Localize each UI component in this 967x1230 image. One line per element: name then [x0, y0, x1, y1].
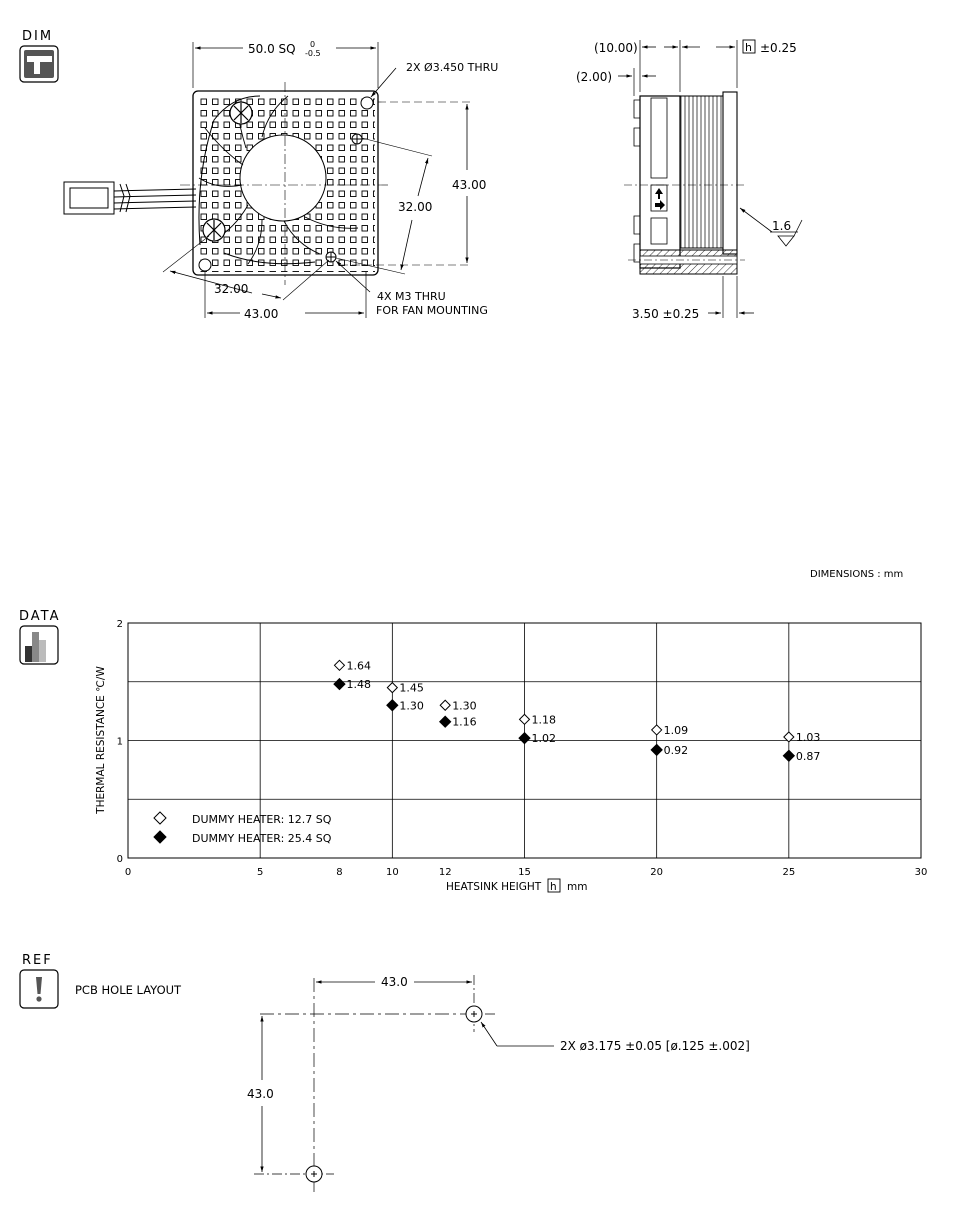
- exclamation-icon: [19, 969, 59, 1009]
- fan-screw-bottom: [202, 218, 226, 242]
- data-label: 1.03: [796, 731, 821, 744]
- data-label: 1.09: [664, 724, 689, 737]
- dim-base-thickness: 3.50 ±0.25: [632, 307, 699, 321]
- section-label-dim: DIM: [22, 29, 53, 44]
- dim-width: 50.0 SQ: [248, 42, 296, 56]
- x-tick-labels: 0 5 8 10 12 15 20 25 30: [125, 867, 928, 878]
- x-tick-label: 15: [518, 867, 531, 878]
- side-view-drawing: (10.00) h ±0.25 (2.00) 3.50 ±0.25 1.6: [576, 39, 803, 321]
- data-point-filled: [386, 699, 399, 712]
- legend-open-diamond: [153, 811, 167, 825]
- surface-finish: 1.6: [772, 219, 791, 233]
- ref-title: PCB HOLE LAYOUT: [75, 983, 182, 997]
- dim-gap-2: (2.00): [576, 70, 612, 84]
- dim-diag-32: 32.00: [398, 200, 432, 214]
- data-point-filled: [782, 749, 796, 762]
- data-label: 1.64: [346, 659, 371, 672]
- data-label: 1.30: [452, 699, 477, 712]
- data-point-open: [439, 699, 451, 711]
- mount-callout-line2: FOR FAN MOUNTING: [376, 304, 488, 317]
- x-tick-label: 30: [915, 867, 928, 878]
- y-tick-label: 1: [117, 737, 123, 748]
- mount-callout-line1: 4X M3 THRU: [377, 290, 446, 303]
- data-label: 0.87: [796, 750, 821, 763]
- data-point-filled: [438, 715, 452, 728]
- section-label-ref: REF: [22, 953, 53, 968]
- x-axis-label: HEATSINK HEIGHT h mm: [446, 878, 587, 893]
- h-tolerance: ±0.25: [760, 41, 797, 55]
- x-tick-label: 8: [336, 867, 342, 878]
- data-label: 1.16: [452, 716, 477, 729]
- data-points: 1.64 1.45 1.30 1.18 1.09 1.03 1.48 1.30 1.16 1.02…: [333, 659, 821, 763]
- data-label: 1.45: [399, 682, 424, 695]
- data-point-open: [650, 724, 663, 736]
- data-label: 1.18: [532, 713, 557, 726]
- legend-series-1: DUMMY HEATER: 12.7 SQ: [192, 813, 332, 826]
- legend-series-2: DUMMY HEATER: 25.4 SQ: [192, 832, 332, 845]
- pcb-hole-callout: 2X ø3.175 ±0.05 [ø.125 ±.002]: [560, 1039, 750, 1053]
- section-data: DATA: [19, 609, 61, 665]
- data-point-filled: [333, 677, 346, 691]
- dim-bottom-32: 32.00: [214, 282, 248, 296]
- chart-legend: DUMMY HEATER: 12.7 SQ DUMMY HEATER: 25.4…: [153, 811, 332, 845]
- y-axis-label: THERMAL RESISTANCE ℃/W: [95, 666, 107, 815]
- y-tick-label: 2: [117, 619, 123, 630]
- data-point-filled: [650, 743, 663, 757]
- x-tick-label: 20: [650, 867, 663, 878]
- data-label: 1.48: [346, 678, 371, 691]
- dim-width-tol-lower: -0.5: [305, 49, 321, 58]
- pcb-hole-top-right: [465, 1005, 483, 1023]
- x-tick-label: 10: [386, 867, 399, 878]
- x-tick-label: 0: [125, 867, 131, 878]
- x-axis-label-unit: mm: [567, 881, 587, 893]
- x-axis-label-symbol: h: [550, 881, 557, 893]
- units-note: DIMENSIONS : mm: [810, 569, 903, 580]
- data-point-filled: [518, 731, 531, 745]
- legend-filled-diamond: [153, 830, 167, 844]
- x-tick-label: 25: [782, 867, 795, 878]
- y-tick-labels: 0 1 2: [117, 619, 123, 865]
- h-symbol: h: [745, 41, 752, 54]
- dim-fan-10: (10.00): [594, 41, 638, 55]
- data-label: 0.92: [664, 744, 689, 757]
- thru-holes-callout: 2X Ø3.450 THRU: [406, 61, 498, 74]
- data-point-open: [518, 713, 531, 726]
- x-tick-label: 12: [439, 867, 452, 878]
- data-point-open: [386, 681, 399, 694]
- pcb-dim-horizontal: 43.0: [381, 975, 408, 989]
- y-tick-label: 0: [117, 854, 123, 865]
- fan-hub: [239, 134, 327, 222]
- data-point-open: [783, 731, 795, 743]
- x-axis-label-text: HEATSINK HEIGHT: [446, 881, 542, 893]
- section-dim: DIM: [19, 29, 59, 83]
- dim-bottom-43: 43.00: [244, 307, 278, 321]
- pcb-hole-bottom-left: [305, 1165, 323, 1183]
- x-tick-label: 5: [257, 867, 263, 878]
- fan-connector: [63, 181, 197, 215]
- fan-screw-top: [229, 101, 253, 125]
- section-label-data: DATA: [19, 609, 61, 624]
- caliper-icon: [19, 45, 59, 83]
- thru-holes: [198, 96, 374, 272]
- top-view-drawing: 50.0 SQ 0 -0.5 2X Ø3.450 THRU 43.00 32.0…: [63, 40, 498, 321]
- dim-width-tol-upper: 0: [310, 40, 315, 49]
- data-label: 1.02: [532, 732, 557, 745]
- pcb-dim-vertical: 43.0: [247, 1087, 274, 1101]
- bar-chart-icon: [19, 625, 59, 665]
- pcb-hole-layout: 43.0 43.0 2X ø3.175 ±0.05 [ø.125 ±.002]: [247, 975, 750, 1192]
- data-label: 1.30: [399, 699, 424, 712]
- section-ref: REF PCB HOLE LAYOUT: [19, 953, 182, 1009]
- data-point-open: [333, 659, 346, 672]
- dim-height-43: 43.00: [452, 178, 486, 192]
